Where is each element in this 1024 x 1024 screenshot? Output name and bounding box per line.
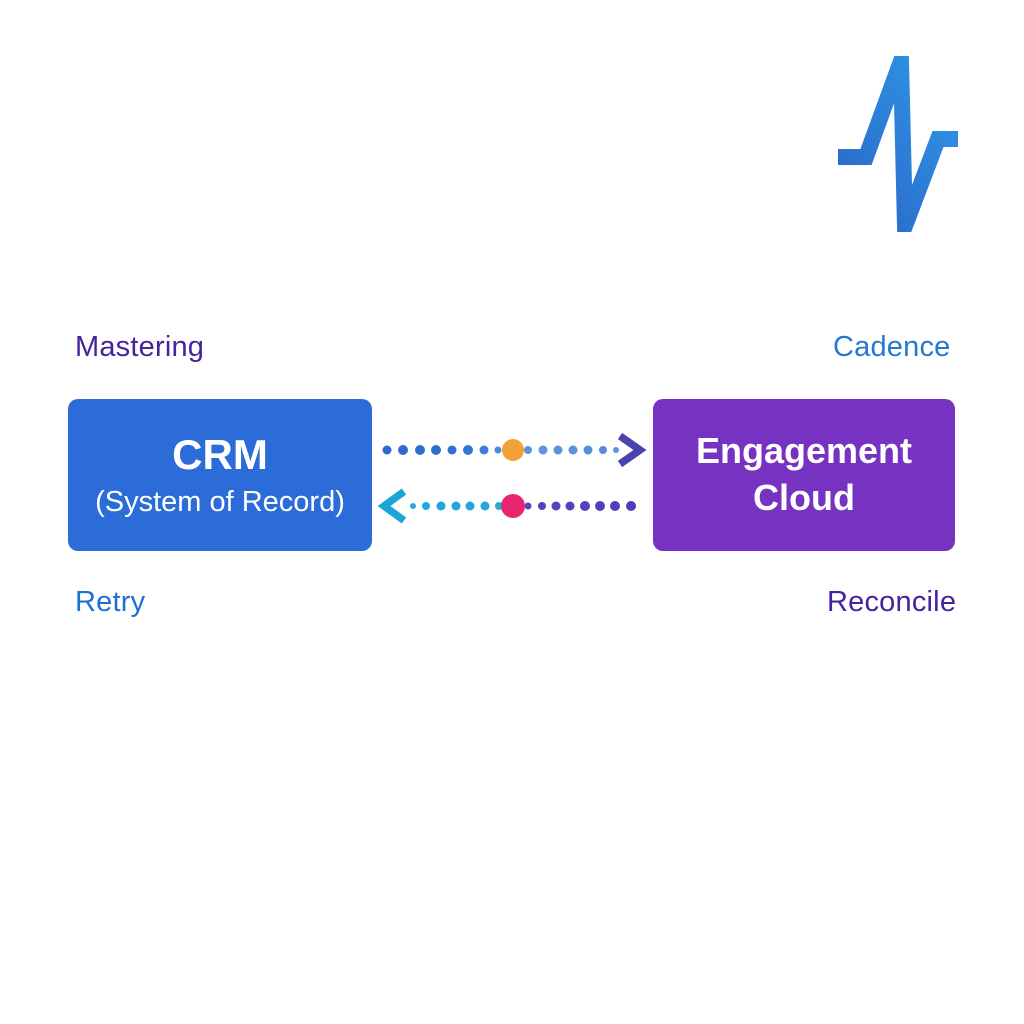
node-crm-subtitle: (System of Record) xyxy=(95,485,345,518)
flow-dot xyxy=(463,445,473,455)
arrow-engagement-to-crm xyxy=(377,488,636,524)
pulse-n-logo-icon xyxy=(838,56,958,232)
node-engagement-cloud-title: Engagement Cloud xyxy=(695,430,913,518)
flow-dot xyxy=(613,447,619,453)
node-engagement-cloud: Engagement Cloud xyxy=(653,399,955,551)
flow-dot xyxy=(447,445,457,455)
flow-dot xyxy=(431,445,441,455)
flow-dot xyxy=(422,502,430,510)
flow-dot xyxy=(479,445,489,455)
flow-dot xyxy=(538,502,546,510)
flow-dot xyxy=(583,445,593,455)
node-crm: CRM (System of Record) xyxy=(68,399,372,551)
flow-dot xyxy=(595,501,605,511)
flow-dot xyxy=(610,501,620,511)
node-crm-title: CRM xyxy=(172,431,268,479)
flow-dot xyxy=(410,503,416,509)
flow-dot xyxy=(415,445,425,455)
flow-dot xyxy=(495,502,503,510)
flow-dot xyxy=(626,501,636,511)
label-reconcile: Reconcile xyxy=(827,586,957,618)
label-retry: Retry xyxy=(75,586,146,618)
flow-dot xyxy=(568,445,578,455)
flow-dot xyxy=(382,445,392,455)
flow-dot xyxy=(451,501,461,511)
flow-dot xyxy=(524,446,532,454)
label-cadence: Cadence xyxy=(833,331,951,363)
flow-dot xyxy=(580,501,590,511)
flow-dot xyxy=(480,501,490,511)
flow-dot xyxy=(398,445,408,455)
flow-dot xyxy=(494,446,502,454)
arrow-crm-to-engagement xyxy=(382,432,647,468)
flow-dot xyxy=(538,445,548,455)
flow-dot xyxy=(524,502,532,510)
flow-dot xyxy=(553,445,563,455)
payload-dot-crm-to-engagement xyxy=(502,439,524,461)
flow-dot xyxy=(436,501,446,511)
arrowhead-left-icon xyxy=(377,488,407,524)
flow-dot xyxy=(551,501,561,511)
flow-dot xyxy=(565,501,575,511)
flow-dot xyxy=(599,446,607,454)
flow-dot xyxy=(465,501,475,511)
arrowhead-right-icon xyxy=(617,432,647,468)
payload-dot-engagement-to-crm xyxy=(501,494,525,518)
label-mastering: Mastering xyxy=(75,331,205,363)
